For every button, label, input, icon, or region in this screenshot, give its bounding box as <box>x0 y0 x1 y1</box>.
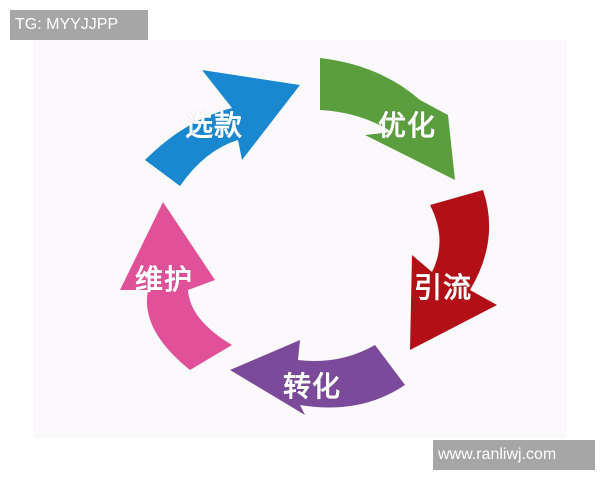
arrow-zhuanhua-icon <box>230 340 405 415</box>
watermark-bottom-right: www.ranliwj.com <box>433 440 595 470</box>
arrow-youhua-icon <box>320 58 455 180</box>
arrow-yinliu-icon <box>410 190 497 350</box>
step-label-xuankuan: 选款 <box>185 109 244 142</box>
step-label-yinliu: 引流 <box>414 271 473 304</box>
arrow-xuankuan-icon <box>145 70 300 186</box>
arrow-weihu-icon <box>120 202 232 370</box>
step-label-zhuanhua: 转化 <box>283 370 342 403</box>
step-label-weihu: 维护 <box>135 263 194 296</box>
step-label-youhua: 优化 <box>378 109 437 142</box>
watermark-top-left: TG: MYYJJPP <box>10 10 148 40</box>
